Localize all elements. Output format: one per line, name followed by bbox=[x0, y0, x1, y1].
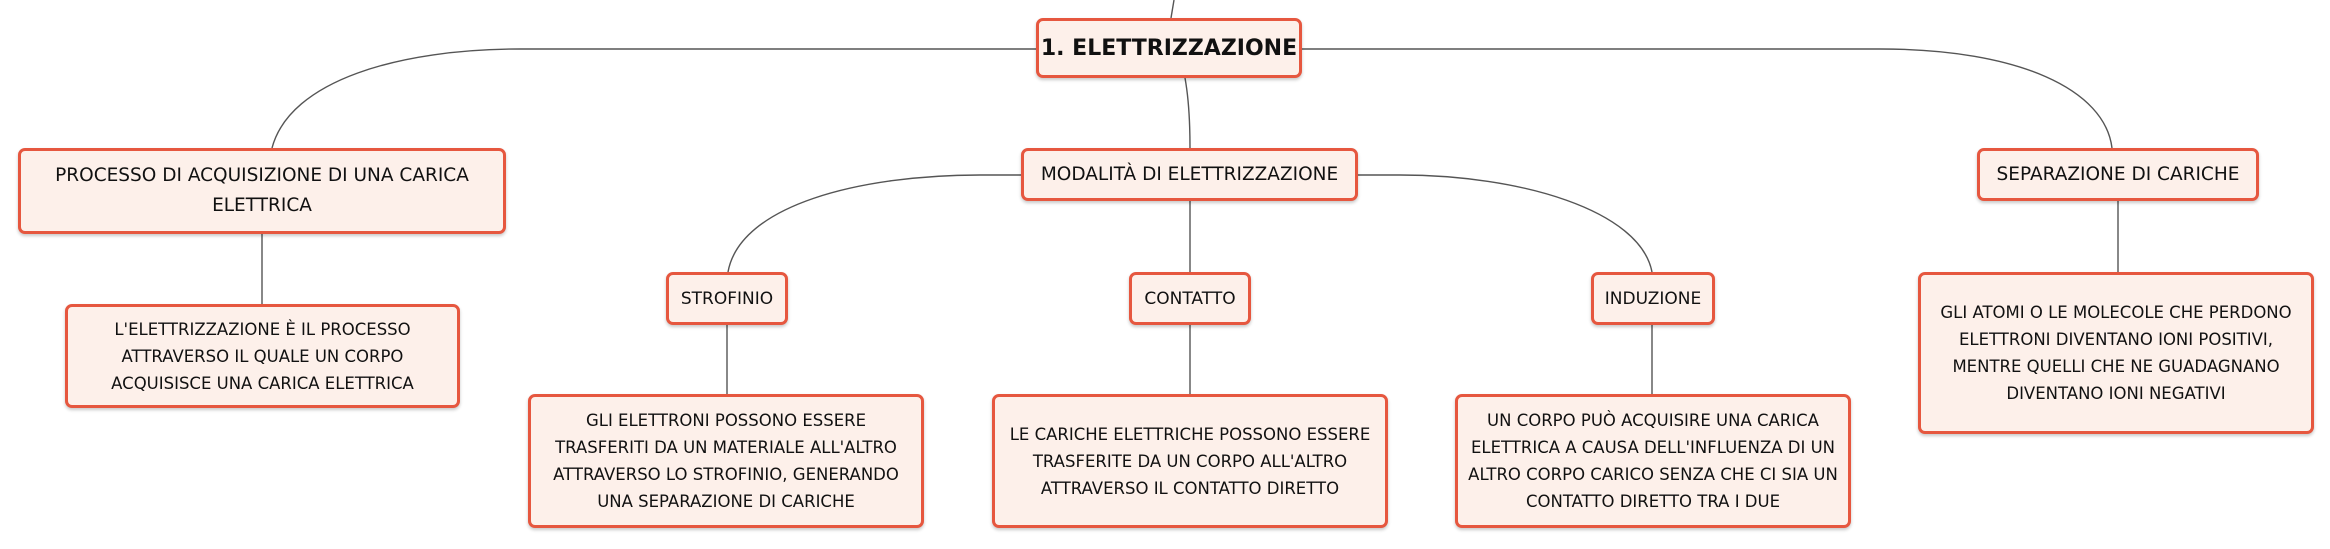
subtopic-strofinio-label: STROFINIO bbox=[680, 288, 774, 309]
subtopic-induzione[interactable]: INDUZIONE bbox=[1591, 272, 1715, 325]
topic-separation-label: SEPARAZIONE DI CARICHE bbox=[1996, 163, 2240, 185]
subtopic-induzione-label: INDUZIONE bbox=[1604, 288, 1702, 309]
connector-parent-to-root bbox=[1170, 0, 1175, 19]
root-topic[interactable]: 1. ELETTRIZZAZIONE bbox=[1036, 18, 1302, 78]
detail-induzione-text: UN CORPO PUÒ ACQUISIRE UNA CARICA ELETTR… bbox=[1468, 411, 1838, 511]
connector-root-to-process bbox=[271, 48, 1036, 149]
detail-process-text: L'ELETTRIZZAZIONE È IL PROCESSO ATTRAVER… bbox=[111, 319, 414, 393]
detail-separation-text: GLI ATOMI O LE MOLECOLE CHE PERDONO ELET… bbox=[1940, 303, 2292, 403]
topic-separation[interactable]: SEPARAZIONE DI CARICHE bbox=[1977, 148, 2259, 201]
detail-induzione[interactable]: UN CORPO PUÒ ACQUISIRE UNA CARICA ELETTR… bbox=[1455, 394, 1851, 528]
detail-contatto[interactable]: LE CARICHE ELETTRICHE POSSONO ESSERE TRA… bbox=[992, 394, 1388, 528]
subtopic-contatto[interactable]: CONTATTO bbox=[1129, 272, 1251, 325]
connector-modes-to-strofinio bbox=[727, 174, 1021, 273]
topic-modes[interactable]: MODALITÀ DI ELETTRIZZAZIONE bbox=[1021, 148, 1358, 201]
connector-modes-to-induzione bbox=[1358, 174, 1653, 273]
topic-process[interactable]: PROCESSO DI ACQUISIZIONE DI UNA CARICA E… bbox=[18, 148, 506, 234]
root-topic-label: 1. ELETTRIZZAZIONE bbox=[1040, 35, 1298, 61]
topic-process-label: PROCESSO DI ACQUISIZIONE DI UNA CARICA E… bbox=[55, 165, 469, 216]
subtopic-contatto-label: CONTATTO bbox=[1144, 288, 1236, 309]
topic-modes-label: MODALITÀ DI ELETTRIZZAZIONE bbox=[1040, 163, 1339, 185]
detail-contatto-text: LE CARICHE ELETTRICHE POSSONO ESSERE TRA… bbox=[1009, 424, 1371, 498]
connector-root-to-modes bbox=[1184, 77, 1191, 149]
subtopic-strofinio[interactable]: STROFINIO bbox=[666, 272, 788, 325]
connector-root-to-separation bbox=[1302, 48, 2113, 149]
detail-strofinio[interactable]: GLI ELETTRONI POSSONO ESSERE TRASFERITI … bbox=[528, 394, 924, 528]
detail-separation[interactable]: GLI ATOMI O LE MOLECOLE CHE PERDONO ELET… bbox=[1918, 272, 2314, 434]
detail-strofinio-text: GLI ELETTRONI POSSONO ESSERE TRASFERITI … bbox=[553, 411, 899, 511]
detail-process[interactable]: L'ELETTRIZZAZIONE È IL PROCESSO ATTRAVER… bbox=[65, 304, 460, 408]
